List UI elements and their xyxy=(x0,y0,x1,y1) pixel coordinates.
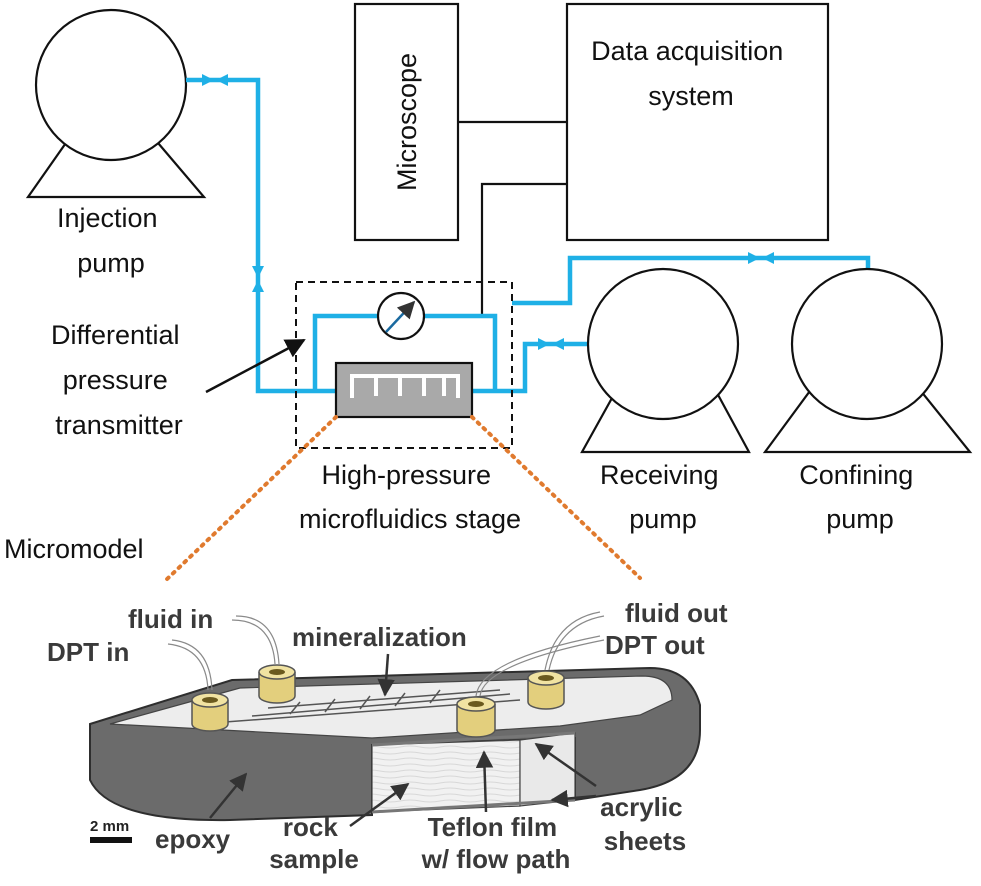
acrylic-label: acrylic sheets xyxy=(600,792,690,856)
rock-sample-label: rock sample xyxy=(269,812,359,874)
scale-bar xyxy=(90,837,132,843)
teflon-film-line xyxy=(371,731,576,747)
acrylic-sheet-section xyxy=(519,732,576,807)
dpt-label: Differential pressure transmitter xyxy=(51,320,187,440)
dpt-left-tap-line xyxy=(312,313,378,391)
flow-arrow-icon xyxy=(252,266,264,278)
dpt-pointer-arrow xyxy=(205,338,306,394)
teflon-arrow xyxy=(475,750,494,813)
flow-arrow-icons xyxy=(202,74,774,350)
stage-label: High-pressure microfluidics stage xyxy=(299,460,521,534)
confining-flow-line xyxy=(512,255,871,306)
fitting-fluid-in-icon xyxy=(258,664,296,704)
receiving-flow-line xyxy=(472,341,590,394)
fitting-dpt-in-icon xyxy=(191,692,229,732)
micromodel-chip-icon xyxy=(334,361,474,419)
rock-sample-section xyxy=(371,739,521,813)
acrylic-arrow-lower xyxy=(550,789,597,808)
flow-arrow-icon xyxy=(538,338,550,350)
mineralization-arrow xyxy=(377,653,395,697)
epoxy-arrow xyxy=(209,772,248,819)
cross-section xyxy=(371,731,576,814)
injection-pump-label: Injection pump xyxy=(57,203,165,278)
flow-arrow-icon xyxy=(202,74,214,86)
fitting-dpt-out-icon xyxy=(527,670,565,710)
dpt-in-label: DPT in xyxy=(47,637,129,667)
fluid-out-label: fluid out xyxy=(625,598,728,628)
flow-arrow-icon xyxy=(748,252,760,264)
microscope-box xyxy=(353,2,460,242)
dpt-out-label: DPT out xyxy=(605,630,705,660)
fluid-in-label: fluid in xyxy=(128,604,213,634)
pump-body-icon xyxy=(34,8,188,162)
confining-pump xyxy=(762,267,973,454)
flow-arrow-icon xyxy=(552,338,564,350)
micromodel-label: Micromodel xyxy=(4,534,144,564)
fitting-fluid-out-icon xyxy=(456,696,496,738)
injection-pump xyxy=(25,8,207,199)
rock-sample-arrow xyxy=(349,782,410,828)
flow-arrow-icon xyxy=(252,280,264,292)
zoom-line-left xyxy=(162,415,338,584)
acrylic-arrow-upper xyxy=(534,742,597,788)
tubing xyxy=(167,611,605,697)
pressure-gauge-icon xyxy=(376,291,426,341)
teflon-film-line-bottom xyxy=(371,798,576,814)
zoom-line-right xyxy=(470,415,642,580)
teflon-label: Teflon film w/ flow path xyxy=(421,812,571,874)
dpt-daq-line xyxy=(480,182,567,315)
receiving-pump-label: Receiving pump xyxy=(600,460,726,534)
flow-arrow-icon xyxy=(216,74,228,86)
confining-pump-label: Confining pump xyxy=(799,460,921,534)
epoxy-label: epoxy xyxy=(155,824,231,854)
microfluidics-stage-box xyxy=(295,281,513,449)
microscope-label: Microscope xyxy=(392,53,422,191)
mineralization-label: mineralization xyxy=(292,622,467,652)
receiving-pump xyxy=(580,267,751,454)
scale-bar-label: 2 mm xyxy=(90,818,129,835)
pump-body-icon xyxy=(586,267,740,421)
data-acquisition-label: Data acquisition system xyxy=(591,36,791,111)
pump-body-icon xyxy=(790,267,944,421)
dpt-right-tap-line xyxy=(425,313,498,391)
flow-arrow-icon xyxy=(762,252,774,264)
